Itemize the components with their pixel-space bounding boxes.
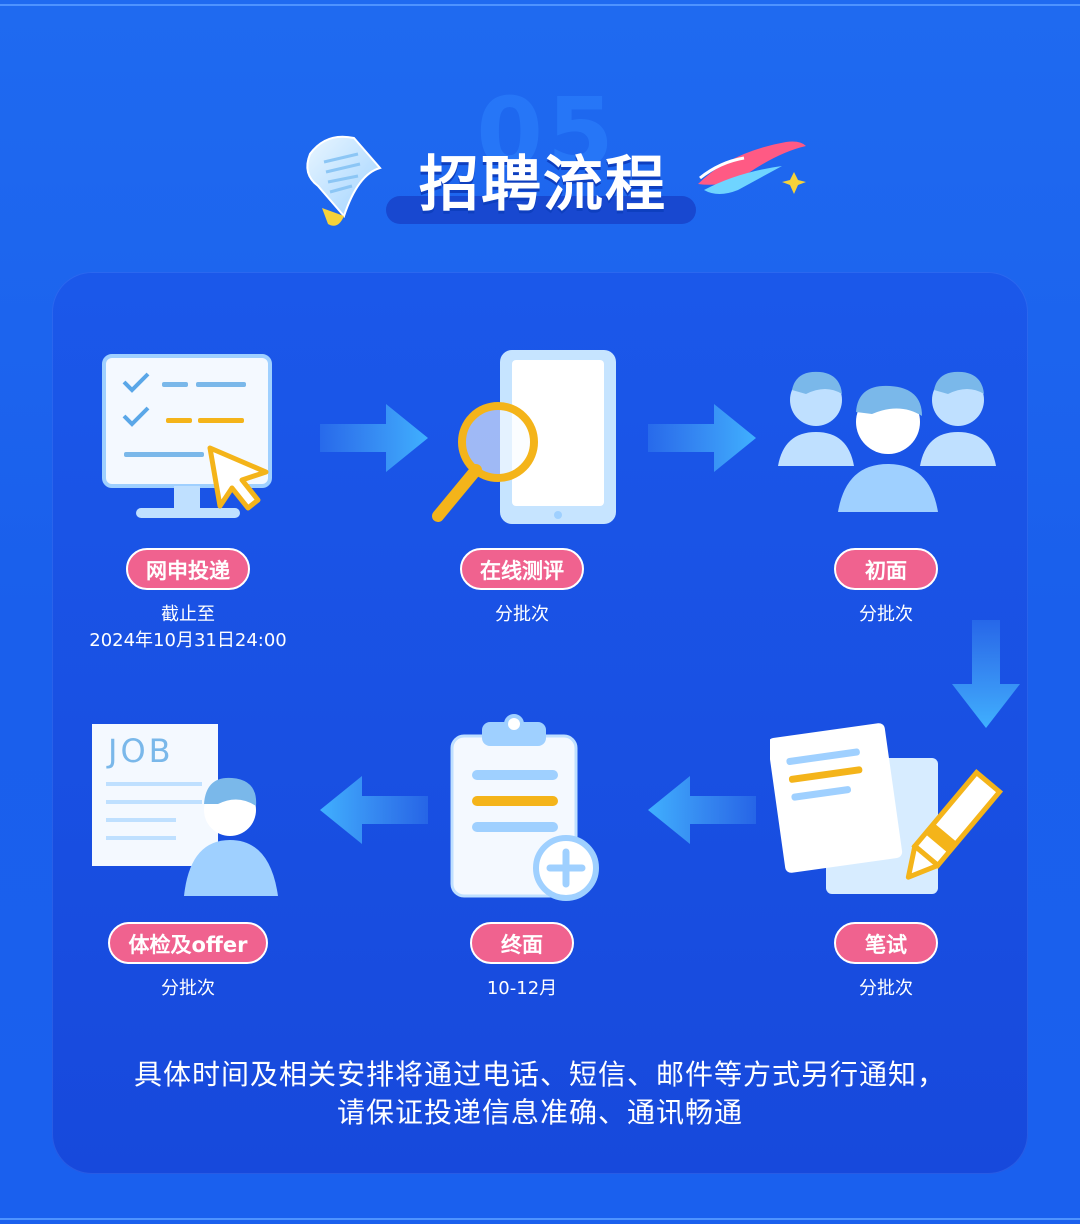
- job-label: JOB: [106, 732, 174, 770]
- bottom-divider: [0, 1218, 1080, 1220]
- arrow-right-icon: [648, 404, 756, 472]
- arrow-left-icon: [648, 776, 756, 844]
- step-online-application: 网申投递 截止至 2024年10月31日24:00: [68, 548, 308, 654]
- tablet-magnifier-icon: [432, 350, 616, 524]
- arrow-left-icon: [320, 776, 428, 844]
- paper-pencil-icon: [770, 723, 1004, 894]
- computer-checklist-icon: [102, 354, 272, 518]
- footer-line: 具体时间及相关安排将通过电话、短信、邮件等方式另行通知，: [133, 1058, 946, 1091]
- step-note: 10-12月: [486, 978, 558, 999]
- step-label: 在线测评: [460, 548, 584, 590]
- step-note: 分批次: [495, 604, 549, 625]
- step-label: 笔试: [834, 922, 938, 964]
- arrow-down-icon: [952, 620, 1020, 728]
- clipboard-plus-icon: [450, 714, 599, 901]
- step-note: 分批次: [161, 978, 215, 999]
- page-title: 招聘流程: [419, 150, 667, 220]
- step-first-interview: 初面 分批次: [766, 548, 1006, 628]
- step-note: 截止至 2024年10月31日24:00: [68, 602, 308, 654]
- scroll-paper-icon: [306, 135, 382, 226]
- step-note: 分批次: [859, 978, 913, 999]
- step-label: 网申投递: [126, 548, 250, 590]
- step-label: 体检及offer: [108, 922, 268, 964]
- footer-notice: 具体时间及相关安排将通过电话、短信、邮件等方式另行通知， 请保证投递信息准确、通…: [60, 1056, 1020, 1132]
- job-document-person-icon: JOB: [92, 724, 278, 896]
- step-note-line: 截止至: [161, 604, 215, 625]
- step-label: 终面: [470, 922, 574, 964]
- top-divider: [0, 4, 1080, 6]
- step-label: 初面: [834, 548, 938, 590]
- section-number: 05: [476, 77, 618, 189]
- swoosh-decoration-icon: [698, 141, 806, 194]
- people-group-icon: [778, 371, 996, 512]
- footer-line: 请保证投递信息准确、通讯畅通: [336, 1096, 743, 1129]
- step-online-test: 在线测评 分批次: [402, 548, 642, 628]
- step-written-test: 笔试 分批次: [766, 922, 1006, 1002]
- step-final-interview: 终面 10-12月: [402, 922, 642, 1002]
- step-note-line: 2024年10月31日24:00: [89, 630, 287, 651]
- step-medical-offer: 体检及offer 分批次: [68, 922, 308, 1002]
- step-note: 分批次: [859, 604, 913, 625]
- arrow-right-icon: [320, 404, 428, 472]
- title-underlay: [386, 196, 696, 224]
